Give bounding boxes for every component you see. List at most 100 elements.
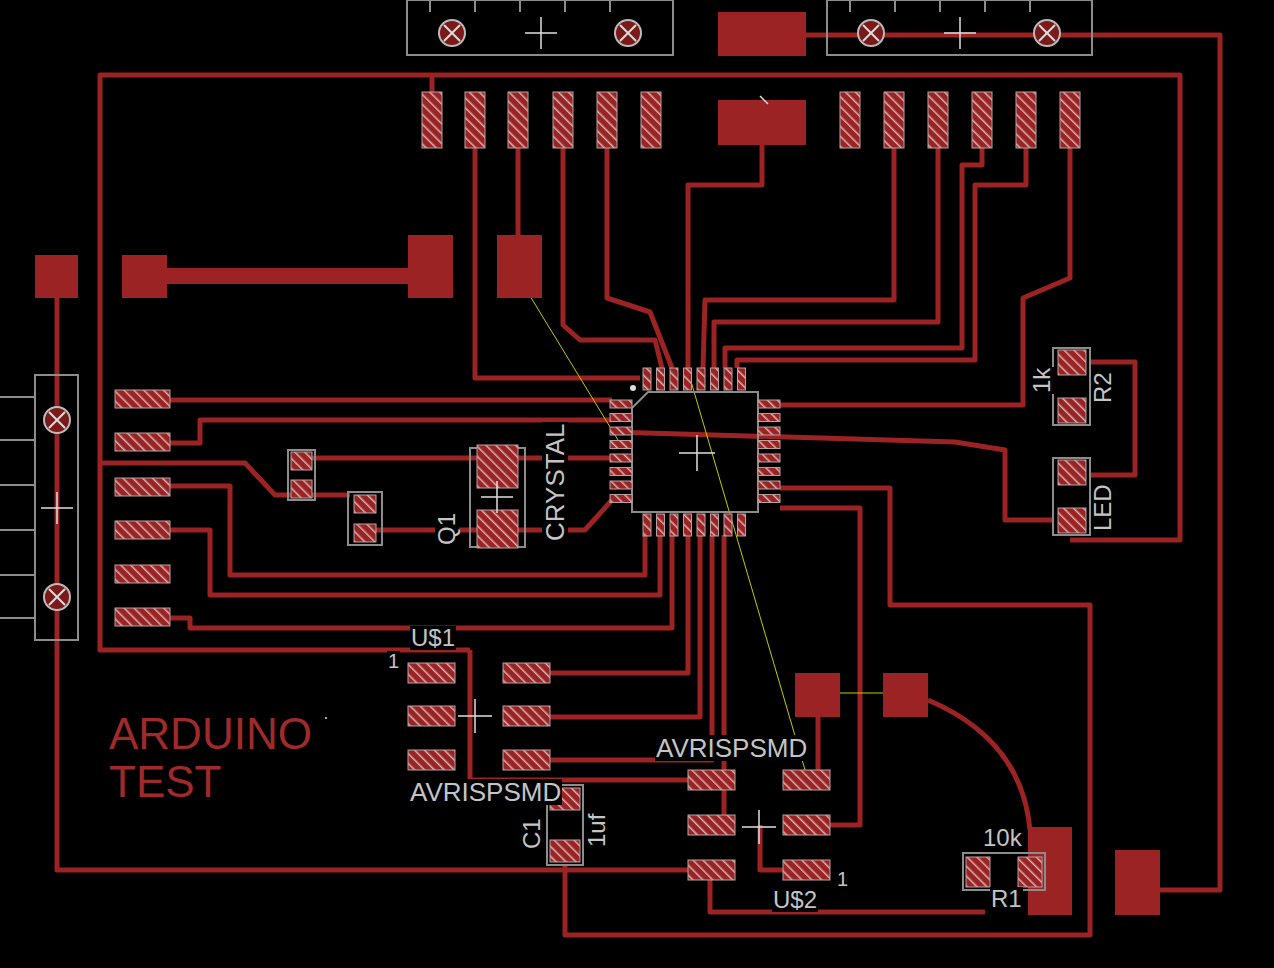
copper-trace <box>703 148 894 368</box>
smd-pad <box>884 92 904 148</box>
copper-trace <box>170 535 672 628</box>
component-outline <box>609 0 611 12</box>
copper-trace <box>167 268 408 284</box>
origin-cross <box>540 17 542 49</box>
component-outline <box>849 0 851 12</box>
component-outline <box>288 450 315 500</box>
smd-pad <box>354 495 376 513</box>
value-label: 10k <box>982 826 1023 850</box>
component-outline <box>407 0 673 55</box>
solid-pad <box>122 255 167 298</box>
chip-pad <box>697 368 705 390</box>
chip-pad <box>758 495 780 503</box>
origin-cross <box>760 96 768 104</box>
copper-trace <box>475 148 640 378</box>
solid-pad <box>795 673 840 717</box>
hole-mark <box>49 25 1055 605</box>
smd-pad <box>783 815 830 835</box>
component-outline <box>0 617 35 619</box>
smd-pad <box>115 608 170 626</box>
copper-trace <box>780 148 1070 405</box>
smd-pad <box>783 770 830 790</box>
copper-trace <box>565 488 1090 935</box>
smd-pad <box>477 510 518 548</box>
solid-pad <box>408 235 453 298</box>
chip-pad <box>610 368 780 536</box>
smd-pad <box>688 770 735 790</box>
solid-pad <box>1115 850 1160 915</box>
smd-pad <box>422 92 442 148</box>
component-outline <box>348 492 382 545</box>
smd-pad <box>408 706 455 726</box>
smd-pad <box>688 860 735 880</box>
chip-pad <box>684 514 692 536</box>
component-outline <box>1053 458 1090 535</box>
solid-pad <box>497 235 542 298</box>
mount-hole <box>615 20 641 46</box>
smd-pad <box>508 92 528 148</box>
solid-pad <box>35 12 1160 915</box>
chip-pad <box>643 514 651 536</box>
smd-pad <box>1058 350 1086 375</box>
hole-mark <box>620 25 636 41</box>
smd-pad <box>597 92 617 148</box>
hole-mark <box>49 589 65 605</box>
package-name: AVRISPSMD <box>655 735 808 761</box>
smd-pad <box>1058 460 1086 485</box>
smd-pad <box>115 521 170 539</box>
smd-pad <box>465 92 485 148</box>
hole-mark <box>49 589 65 605</box>
chip-pad <box>610 468 632 476</box>
chip-pad <box>610 427 632 435</box>
component-outline <box>0 439 35 441</box>
value-label: LED <box>1091 483 1115 532</box>
chip-pad <box>758 400 780 408</box>
smd-pad <box>1060 92 1080 148</box>
chip-pad <box>758 481 780 489</box>
chip-pad <box>610 454 632 462</box>
chip-pad <box>758 454 780 462</box>
smd-pad <box>115 565 170 583</box>
chip-pad <box>684 368 692 390</box>
chip-pad <box>610 495 632 503</box>
solid-pad <box>883 673 928 717</box>
component-outline <box>1029 0 1031 12</box>
solid-pad <box>718 100 806 145</box>
mount-hole <box>44 407 70 433</box>
copper-trace <box>1090 362 1135 475</box>
chip-pad <box>610 400 632 408</box>
smd-pad <box>688 815 735 835</box>
copper-trace <box>563 148 662 368</box>
copper-trace <box>714 148 938 368</box>
solid-pad <box>35 255 78 298</box>
mount-hole <box>44 20 1060 610</box>
hole-mark <box>444 25 460 41</box>
mount-hole <box>1034 20 1060 46</box>
smd-pad <box>641 92 661 148</box>
smd-pad <box>550 840 580 862</box>
hole-mark <box>620 25 636 41</box>
chip-pad <box>610 481 632 489</box>
smd-pad <box>928 92 948 148</box>
chip-pad <box>738 514 746 536</box>
copper-trace <box>806 35 1220 890</box>
smd-pad <box>1058 398 1086 423</box>
component-outline <box>35 375 78 640</box>
copper-trace <box>57 298 690 870</box>
smd-pad <box>966 857 990 887</box>
component-outline <box>429 0 431 12</box>
mount-hole <box>858 20 884 46</box>
component-outline <box>0 484 35 486</box>
smd-pad <box>291 452 312 470</box>
smd-pad <box>408 663 455 683</box>
copper-trace <box>710 870 985 912</box>
smd-pad <box>503 706 550 726</box>
chip-pad <box>610 414 632 422</box>
copper-trace <box>170 398 612 403</box>
copper-trace <box>928 700 1030 830</box>
smd-pad <box>291 480 312 498</box>
chip-pad <box>711 514 719 536</box>
copper-trace <box>57 35 1220 935</box>
smd-pad <box>840 92 860 148</box>
